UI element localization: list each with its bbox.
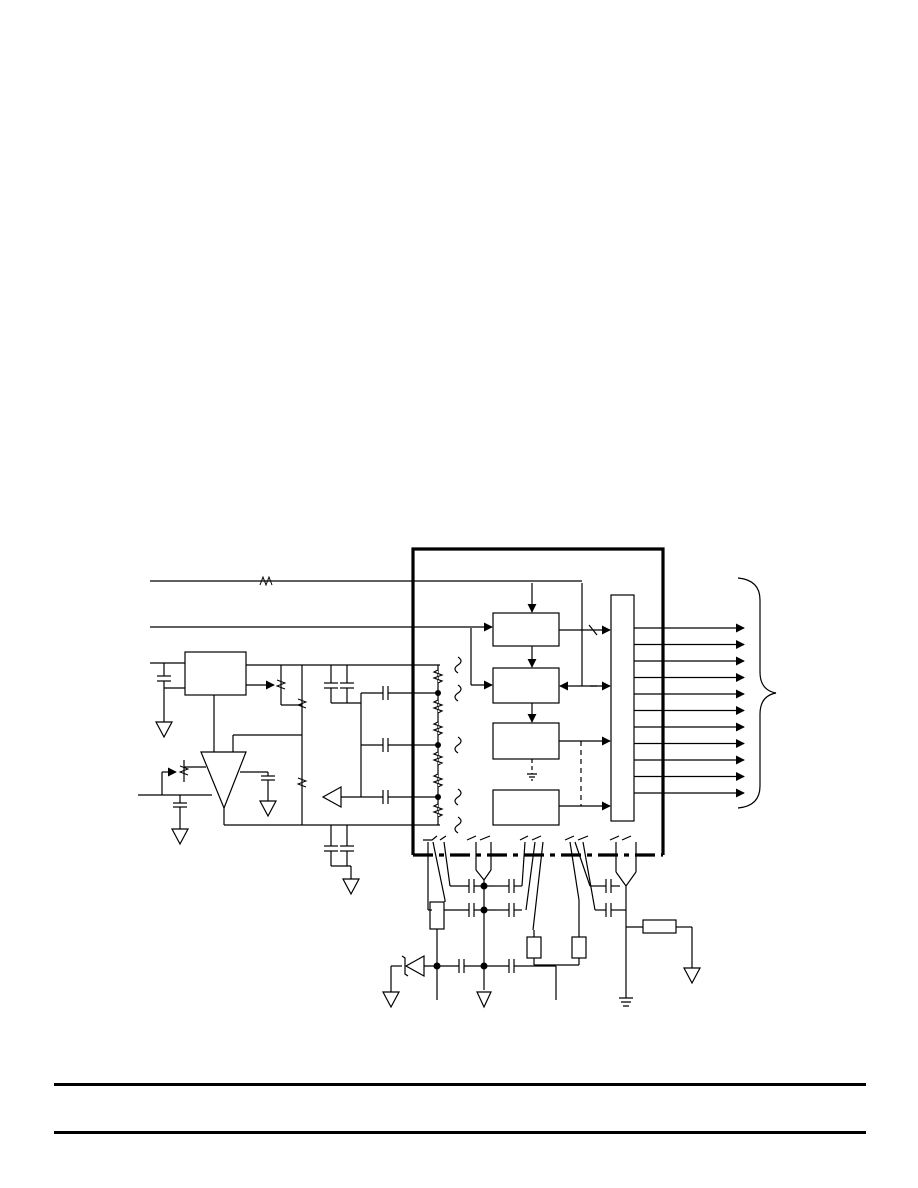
pin-break [454, 684, 462, 702]
amplifier-wiring [138, 734, 440, 846]
pin-break [454, 788, 462, 806]
pin-break [454, 736, 462, 754]
regulator-block [184, 651, 247, 696]
junction-dots [433, 690, 488, 970]
regulator-wiring [150, 662, 440, 752]
ladder-resistor [432, 721, 444, 736]
block-4 [492, 789, 560, 826]
block-1 [492, 612, 560, 647]
block-2 [492, 667, 560, 704]
output-register [610, 594, 635, 822]
internal-connections [470, 583, 611, 811]
footer-rule-top [54, 1083, 866, 1086]
bias-network [296, 665, 438, 896]
pin-break [454, 816, 462, 834]
output-brace [737, 577, 777, 809]
ladder-resistor [432, 669, 444, 684]
output-lines [634, 623, 745, 798]
ic-package-outline [411, 547, 665, 857]
ladder-resistor [432, 699, 444, 714]
ladder-resistor [432, 751, 444, 766]
pin-break [454, 656, 462, 674]
input-lines [150, 575, 582, 632]
pin-breaks [454, 656, 462, 834]
ladder-resistor [432, 803, 444, 818]
ladder-resistor [432, 773, 444, 788]
block-3 [492, 722, 560, 760]
footer-rule-bottom [54, 1131, 866, 1134]
amplifier-triangle [200, 751, 247, 810]
bottom-network [382, 835, 701, 1009]
